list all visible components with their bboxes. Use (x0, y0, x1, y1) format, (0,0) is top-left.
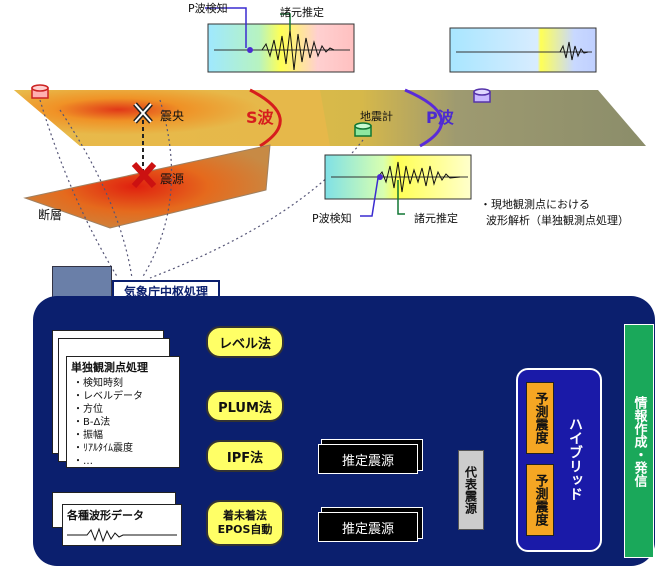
waveform-top-left (207, 23, 355, 73)
estimated-source-2: 推定震源 (318, 512, 418, 542)
method-ipf: IPF法 (206, 440, 284, 472)
single-station-item: ・検知時刻 (73, 378, 123, 389)
single-station-items: ・検知時刻・レベルデータ・方位・B-Δ法・振幅・ﾘｱﾙﾀｲﾑ震度・… (67, 377, 179, 468)
label-p-wave: P波 (426, 108, 454, 127)
single-station-card: 単独観測点処理 ・検知時刻・レベルデータ・方位・B-Δ法・振幅・ﾘｱﾙﾀｲﾑ震度… (66, 356, 180, 468)
single-station-title: 単独観測点処理 (71, 361, 148, 374)
label-p-detect-top: P波検知 (188, 2, 228, 15)
single-station-item: ・B-Δ法 (73, 417, 111, 428)
method-plum: PLUM法 (206, 390, 284, 422)
method-level: レベル法 (206, 326, 284, 358)
single-station-item: ・方位 (73, 404, 103, 415)
method-epos-line1: 着未着法 (223, 509, 267, 522)
predicted-intensity-1: 予測震度 (526, 382, 554, 454)
label-param-est-top: 諸元推定 (280, 6, 324, 19)
station-red (31, 84, 49, 99)
single-station-item: ・… (73, 456, 93, 467)
hybrid-label: ハイブリッド (567, 417, 583, 501)
hypocenter-marker (131, 161, 157, 189)
p-wave-front (404, 88, 444, 148)
info-output: 情報作成・発信 (624, 324, 654, 558)
label-fault: 断層 (38, 208, 63, 222)
method-epos: 着未着法 EPOS自動 (206, 500, 284, 546)
label-param-est-bottom: 諸元推定 (414, 212, 458, 225)
representative-source: 代表震源 (458, 450, 484, 530)
predicted-intensity-2: 予測震度 (526, 464, 554, 536)
label-seismometer: 地震計 (360, 110, 393, 123)
station-green (354, 122, 372, 137)
site-note-line1: ・現地観測点における (480, 198, 590, 211)
label-hypocenter: 震源 (160, 172, 185, 186)
waveform-top-right (449, 27, 597, 73)
site-note-line2: 波形解析（単独観測点処理） (486, 214, 629, 227)
label-s-wave: S波 (246, 108, 274, 127)
s-wave-front (249, 88, 282, 148)
method-epos-line2: EPOS自動 (217, 523, 273, 536)
fault-plane (23, 144, 271, 229)
waveform-data-card: 各種波形データ (62, 504, 182, 546)
single-station-item: ・レベルデータ (73, 391, 143, 402)
label-epicenter: 震央 (160, 109, 185, 123)
single-station-item: ・ﾘｱﾙﾀｲﾑ震度 (73, 443, 133, 454)
station-purple (473, 88, 491, 103)
estimated-source-1: 推定震源 (318, 444, 418, 474)
waveform-mini-icon (67, 527, 177, 543)
waveform-data-label: 各種波形データ (67, 509, 144, 522)
label-p-detect-bottom: P波検知 (312, 212, 352, 225)
epicenter-marker (133, 102, 153, 124)
single-station-item: ・振幅 (73, 430, 103, 441)
jma-building-icon (52, 266, 112, 298)
